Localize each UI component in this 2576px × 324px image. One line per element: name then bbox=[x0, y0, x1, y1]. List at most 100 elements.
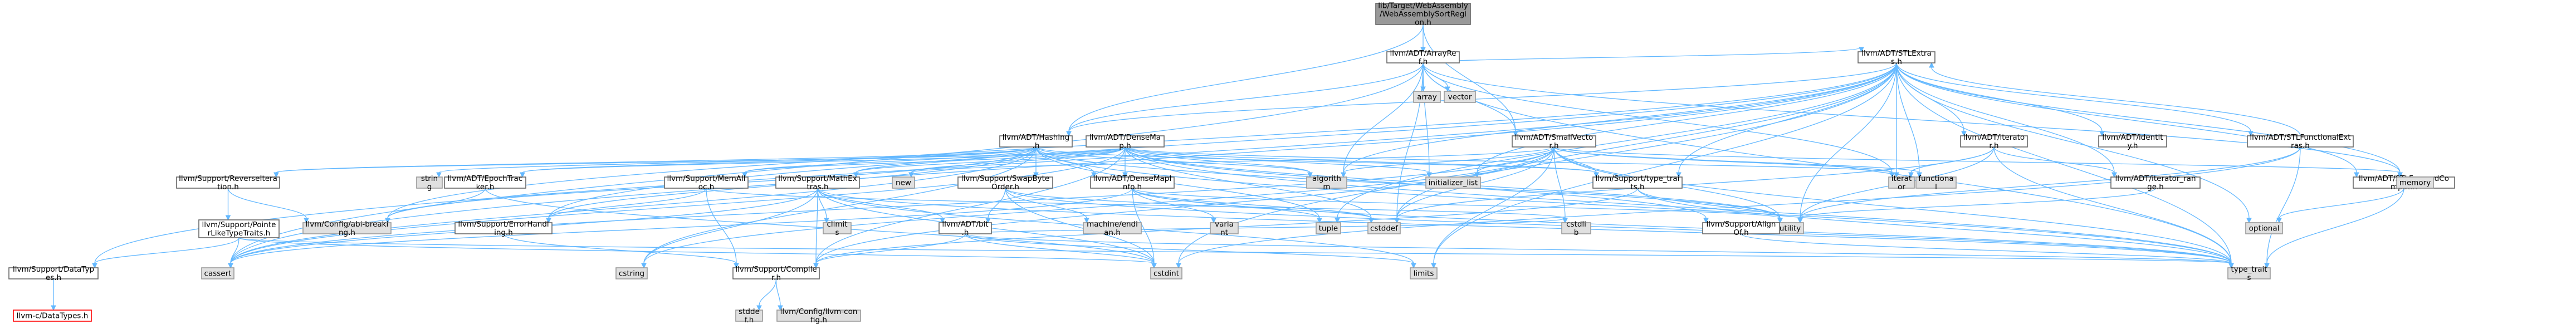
node-label: memory bbox=[2399, 179, 2431, 188]
edge-arrowhead bbox=[1676, 172, 1682, 178]
edge-line bbox=[965, 233, 1414, 264]
node-box bbox=[1915, 176, 1957, 189]
node-cdatatypes[interactable]: llvm-c/DataTypes.h bbox=[13, 310, 92, 322]
node-box bbox=[2227, 267, 2271, 279]
node-label: limits bbox=[1414, 269, 1434, 278]
edge-line bbox=[387, 188, 486, 219]
edge-line bbox=[1343, 62, 1897, 173]
edge-line bbox=[1035, 146, 1320, 219]
edge-stlextras-to-optional bbox=[1896, 62, 2252, 224]
dependency-edges bbox=[51, 24, 2404, 311]
edge-line bbox=[744, 146, 1037, 173]
node-box bbox=[1425, 176, 1481, 189]
node-box bbox=[1858, 51, 1935, 63]
edge-arrowhead bbox=[228, 263, 233, 269]
edge-line bbox=[1343, 146, 1555, 173]
edge-line bbox=[744, 146, 1126, 173]
edge-line bbox=[230, 188, 1133, 264]
edge-arrowhead bbox=[641, 263, 647, 269]
edge-arrowhead bbox=[1317, 218, 1322, 224]
edge-line bbox=[1035, 146, 2232, 264]
edge-stlextras-to-stlfunc bbox=[1896, 62, 2254, 137]
node-label: cstddef bbox=[1370, 224, 1399, 233]
edge-line bbox=[759, 278, 777, 306]
node-box bbox=[1960, 135, 2028, 148]
edge-smallvector-to-cstring bbox=[641, 146, 1555, 269]
node-box bbox=[176, 176, 280, 189]
edge-line bbox=[1005, 188, 1155, 264]
node-box bbox=[957, 176, 1053, 189]
edge-line bbox=[775, 278, 781, 306]
edge-line bbox=[815, 188, 818, 264]
edge-adtiterator-to-iterator bbox=[1908, 146, 1995, 178]
node-box bbox=[13, 310, 92, 322]
edge-arrowhead bbox=[1929, 62, 1934, 68]
edge-densemapinfo-to-cassert bbox=[228, 188, 1133, 269]
edge-line bbox=[548, 62, 1897, 219]
edge-line bbox=[1553, 146, 2232, 264]
node-cstddef: cstddef bbox=[1367, 222, 1401, 234]
node-box bbox=[1306, 176, 1347, 189]
edge-line bbox=[815, 233, 966, 264]
edge-densemap-to-epochtracker bbox=[520, 146, 1126, 178]
node-bit[interactable]: llvm/ADT/bit.h bbox=[938, 220, 992, 237]
edge-line bbox=[1132, 188, 1155, 264]
node-label: llvm/ADT/bit.h bbox=[942, 220, 988, 237]
edge-line bbox=[1423, 62, 1448, 87]
edge-line bbox=[965, 218, 1566, 234]
node-label: initializer_list bbox=[1429, 179, 1478, 188]
edge-stlfunc-to-typetraits bbox=[2264, 146, 2301, 269]
edge-line bbox=[1396, 62, 1424, 219]
edge-line bbox=[1396, 62, 1897, 219]
edge-swapbyte-to-machendian bbox=[1005, 188, 1089, 224]
edge-stlfwd-to-optional bbox=[2276, 188, 2404, 224]
node-box bbox=[732, 267, 820, 279]
edge-line bbox=[1637, 188, 2232, 264]
node-root: lib/Target/WebAssembly/WebAssemblySortRe… bbox=[1375, 2, 1471, 27]
edge-line bbox=[706, 188, 1566, 219]
edge-densemapinfo-to-variant bbox=[1132, 188, 1216, 224]
edge-line bbox=[856, 146, 1126, 173]
node-optional: optional bbox=[2245, 222, 2283, 234]
edge-bit-to-limits bbox=[965, 233, 1416, 269]
edge-densemap-to-memalloc bbox=[742, 146, 1126, 178]
node-box bbox=[1090, 176, 1175, 189]
edge-line bbox=[1553, 146, 2401, 173]
edge-arrayref-to-stlextras bbox=[1423, 47, 1864, 63]
node-hashing[interactable]: llvm/ADT/Hashing.h bbox=[999, 133, 1073, 150]
edge-line bbox=[1035, 146, 1781, 219]
node-box bbox=[416, 176, 443, 189]
edge-line bbox=[548, 188, 707, 219]
node-box bbox=[2110, 176, 2201, 189]
